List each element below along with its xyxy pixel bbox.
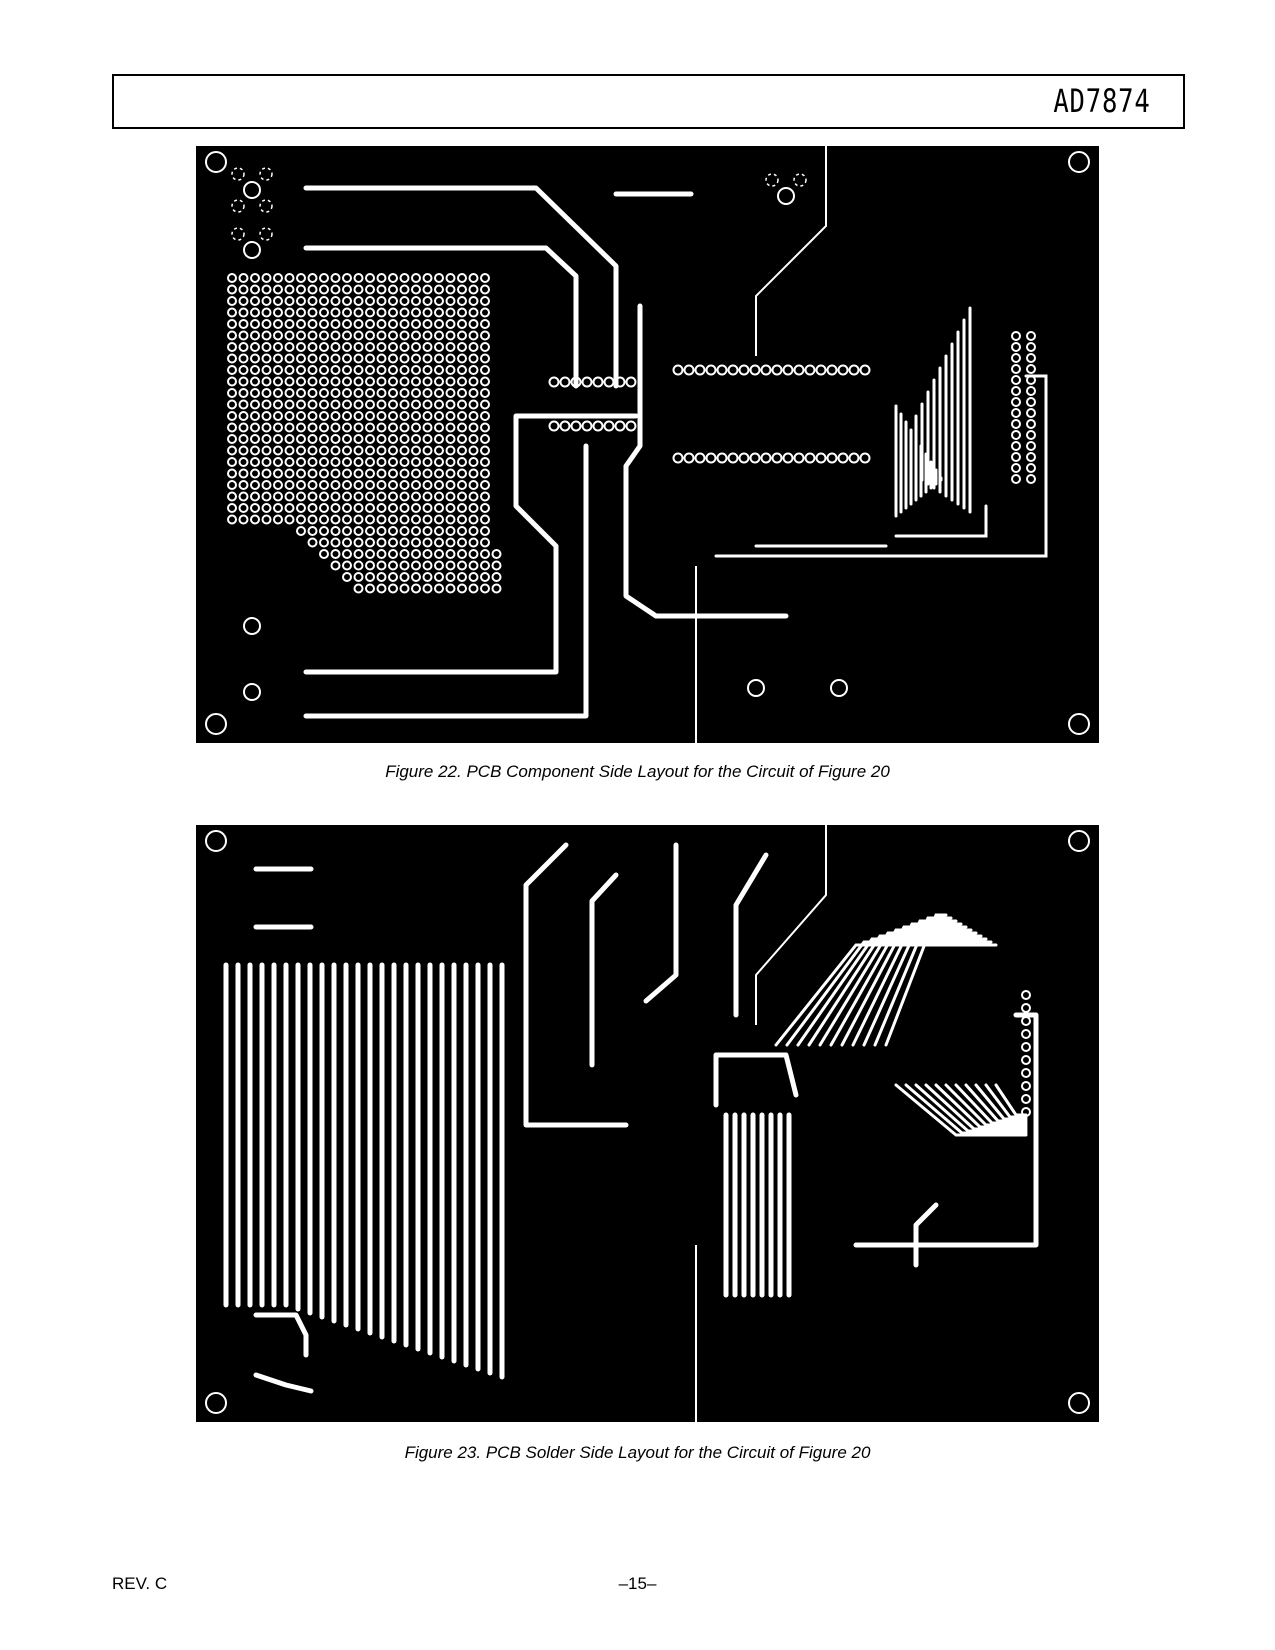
- traces: [303, 146, 1048, 743]
- mounting-holes: [205, 151, 1090, 735]
- revision-label: REV. C: [112, 1574, 168, 1593]
- dip-grid: [227, 273, 502, 594]
- ic-row-top: [548, 364, 871, 432]
- fan-traces: [774, 913, 1028, 1137]
- connector-pads: [231, 167, 848, 701]
- pcb-solder-side-image: [196, 825, 1099, 1422]
- mounting-holes: [205, 830, 1090, 1414]
- ic-pins: [723, 990, 1031, 1298]
- figure-23-caption: Figure 23. PCB Solder Side Layout for th…: [404, 1443, 871, 1462]
- page-number: –15–: [618, 1574, 657, 1593]
- figure-22-caption: Figure 22. PCB Component Side Layout for…: [385, 762, 890, 781]
- traces: [253, 825, 1039, 1422]
- ic-row-bottom: [672, 452, 871, 464]
- vertical-bus-traces: [223, 962, 505, 1380]
- header-box: AD7874: [112, 74, 1185, 129]
- part-number: AD7874: [1053, 82, 1151, 120]
- fan-traces: [894, 306, 1036, 518]
- pcb-component-side-image: [196, 146, 1099, 743]
